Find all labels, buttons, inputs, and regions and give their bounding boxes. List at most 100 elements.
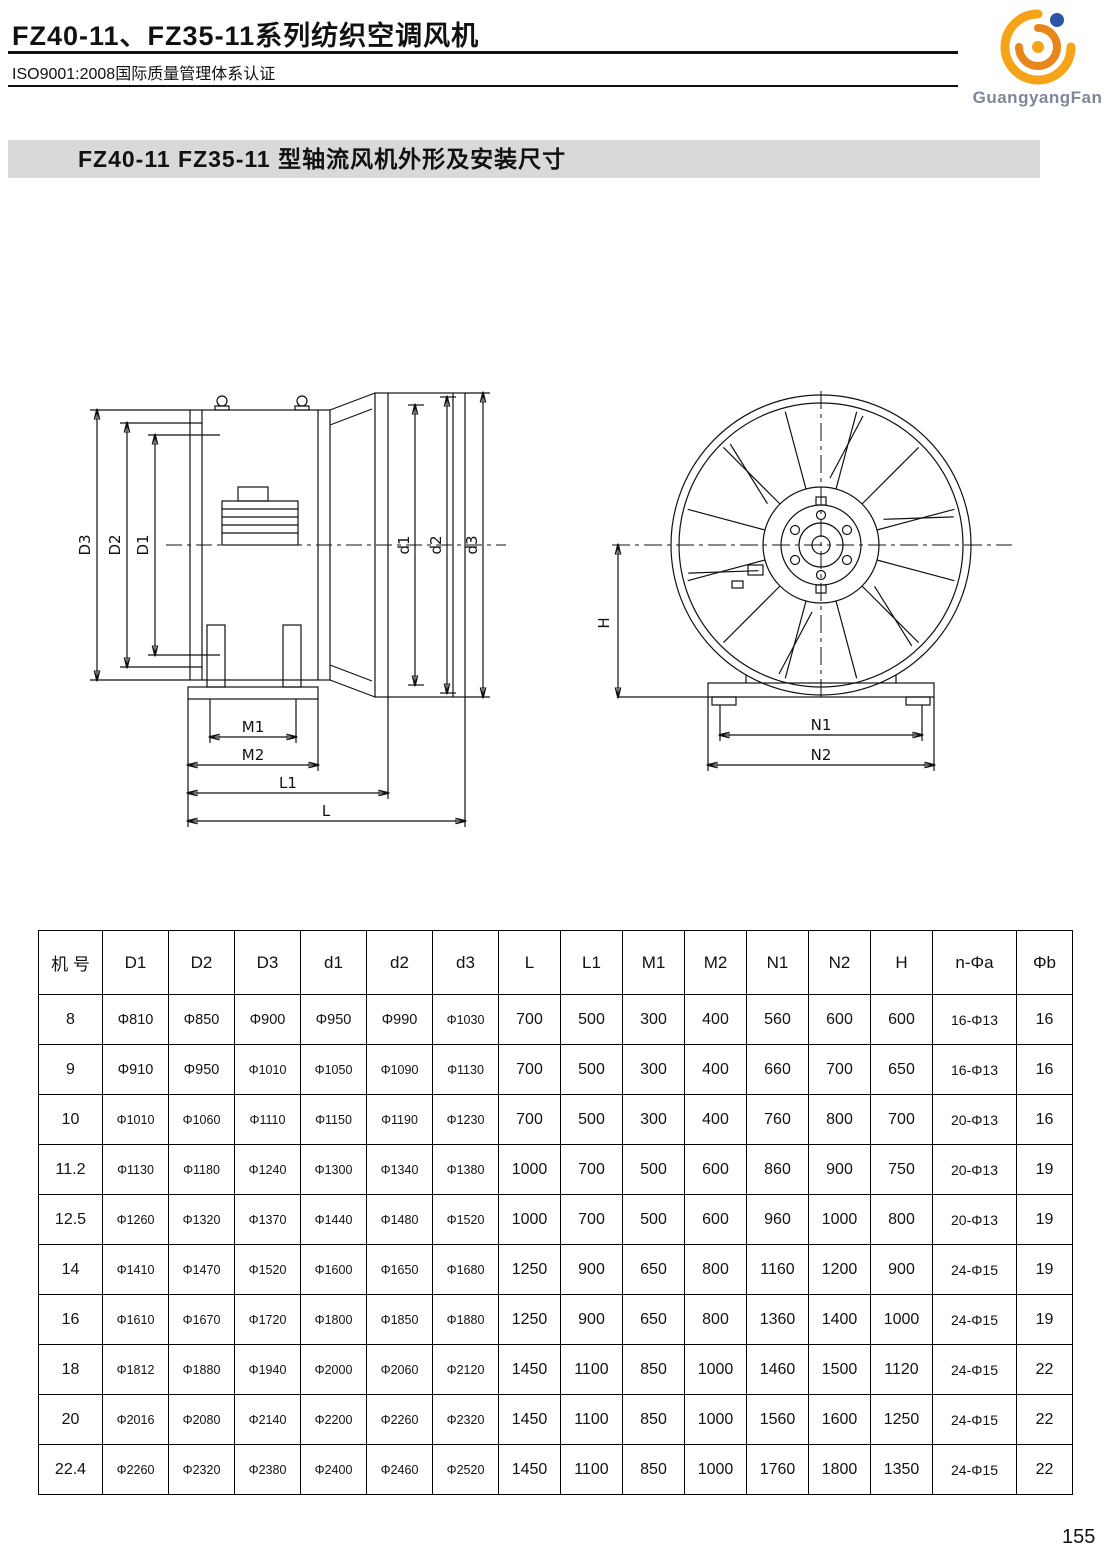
- dimension-cell: 850: [622, 1444, 685, 1495]
- dimension-cell: 1500: [808, 1344, 871, 1395]
- dimension-cell: 16-Φ13: [932, 1044, 1017, 1095]
- dimension-cell: Φ1680: [432, 1244, 499, 1295]
- dimension-cell: 860: [746, 1144, 809, 1195]
- dimension-cell: Φ2060: [366, 1344, 433, 1395]
- fan-size-cell: 18: [38, 1344, 103, 1395]
- dimension-cell: Φ2140: [234, 1394, 301, 1445]
- dimension-cell: 700: [808, 1044, 871, 1095]
- dimension-cell: 600: [808, 994, 871, 1045]
- fan-size-cell: 16: [38, 1294, 103, 1345]
- dimension-cell: Φ2320: [168, 1444, 235, 1495]
- fan-size-cell: 11.2: [38, 1144, 103, 1195]
- dimension-cell: 1100: [560, 1394, 623, 1445]
- dimension-cell: Φ850: [168, 994, 235, 1045]
- dimension-cell: 19: [1016, 1294, 1073, 1345]
- dimension-cell: Φ2080: [168, 1394, 235, 1445]
- dimension-cell: 19: [1016, 1244, 1073, 1295]
- dimension-cell: 1160: [746, 1244, 809, 1295]
- dimension-cell: 16: [1016, 994, 1073, 1045]
- dimension-cell: 1200: [808, 1244, 871, 1295]
- dimension-cell: 500: [560, 994, 623, 1045]
- dimension-cell: 20-Φ13: [932, 1144, 1017, 1195]
- dimension-cell: 22: [1016, 1394, 1073, 1445]
- dimension-cell: 1000: [870, 1294, 933, 1345]
- dim-label-L1: L1: [279, 774, 297, 792]
- dimension-cell: Φ910: [102, 1044, 169, 1095]
- dimension-cell: 500: [622, 1144, 685, 1195]
- dimension-cell: 960: [746, 1194, 809, 1245]
- dim-label-N2: N2: [811, 746, 832, 764]
- dimension-cell: Φ1880: [168, 1344, 235, 1395]
- dimension-cell: 1600: [808, 1394, 871, 1445]
- side-view-drawing: D3 D2 D1 d1 d2 d3 M1 M2 L1 L: [76, 385, 506, 827]
- fan-size-cell: 10: [38, 1094, 103, 1145]
- dimension-cell: Φ900: [234, 994, 301, 1045]
- dimension-cell: 1250: [498, 1294, 561, 1345]
- dimension-cell: 1350: [870, 1444, 933, 1495]
- dim-label-H: H: [596, 617, 613, 628]
- dimension-cell: 900: [560, 1244, 623, 1295]
- dimension-cell: Φ1110: [234, 1094, 301, 1145]
- dimension-cell: Φ1230: [432, 1094, 499, 1145]
- dim-label-d3: d3: [463, 535, 481, 554]
- dimension-cell: Φ2520: [432, 1444, 499, 1495]
- column-header: M2: [684, 930, 747, 995]
- dimension-cell: Φ1150: [300, 1094, 367, 1145]
- dimension-cell: Φ1190: [366, 1094, 433, 1145]
- dimension-cell: 700: [498, 1094, 561, 1145]
- dimension-cell: 560: [746, 994, 809, 1045]
- page-title: FZ40-11、FZ35-11系列纺织空调风机: [12, 21, 480, 51]
- dimension-cell: 1000: [684, 1394, 747, 1445]
- column-header: L1: [560, 930, 623, 995]
- dimension-cell: Φ1610: [102, 1294, 169, 1345]
- dimension-cell: Φ2380: [234, 1444, 301, 1495]
- dimension-cell: 700: [560, 1194, 623, 1245]
- dimension-cell: 600: [870, 994, 933, 1045]
- logo-swirl-icon: [1000, 9, 1075, 85]
- dimension-cell: Φ1410: [102, 1244, 169, 1295]
- dimension-cell: 700: [498, 994, 561, 1045]
- dimension-cell: Φ1380: [432, 1144, 499, 1195]
- dim-label-M2: M2: [242, 746, 265, 764]
- dimension-cell: 24-Φ15: [932, 1444, 1017, 1495]
- dimension-cell: Φ1240: [234, 1144, 301, 1195]
- fan-size-cell: 14: [38, 1244, 103, 1295]
- mounting-feet: [187, 624, 319, 700]
- certification-text: ISO9001:2008国际质量管理体系认证: [12, 66, 276, 83]
- column-header: d2: [366, 930, 433, 995]
- column-header: n-Φa: [932, 930, 1017, 995]
- column-header: N2: [808, 930, 871, 995]
- dim-label-M1: M1: [242, 718, 265, 736]
- base-dimensions: [708, 697, 934, 771]
- dimension-cell: Φ1010: [102, 1094, 169, 1145]
- dimension-cell: 300: [622, 1044, 685, 1095]
- dimension-cell: 24-Φ15: [932, 1244, 1017, 1295]
- dimension-cell: 650: [622, 1244, 685, 1295]
- dimension-cell: 500: [560, 1044, 623, 1095]
- dimension-cell: Φ1670: [168, 1294, 235, 1345]
- dimension-cell: Φ1880: [432, 1294, 499, 1345]
- column-header: N1: [746, 930, 809, 995]
- column-header: 机 号: [38, 930, 103, 995]
- dimension-cell: 1360: [746, 1294, 809, 1345]
- dimension-cell: 1800: [808, 1444, 871, 1495]
- dimension-cell: 1100: [560, 1444, 623, 1495]
- dimension-cell: Φ1520: [432, 1194, 499, 1245]
- dimension-cell: 600: [684, 1194, 747, 1245]
- dimension-cell: Φ1470: [168, 1244, 235, 1295]
- dimension-cell: 750: [870, 1144, 933, 1195]
- dimension-cell: Φ2260: [102, 1444, 169, 1495]
- dimension-cell: Φ1370: [234, 1194, 301, 1245]
- fan-size-cell: 22.4: [38, 1444, 103, 1495]
- dimension-cell: 1000: [808, 1194, 871, 1245]
- dimension-cell: Φ1520: [234, 1244, 301, 1295]
- dimension-cell: 650: [870, 1044, 933, 1095]
- dimension-cell: 24-Φ15: [932, 1394, 1017, 1445]
- dimension-cell: Φ1850: [366, 1294, 433, 1345]
